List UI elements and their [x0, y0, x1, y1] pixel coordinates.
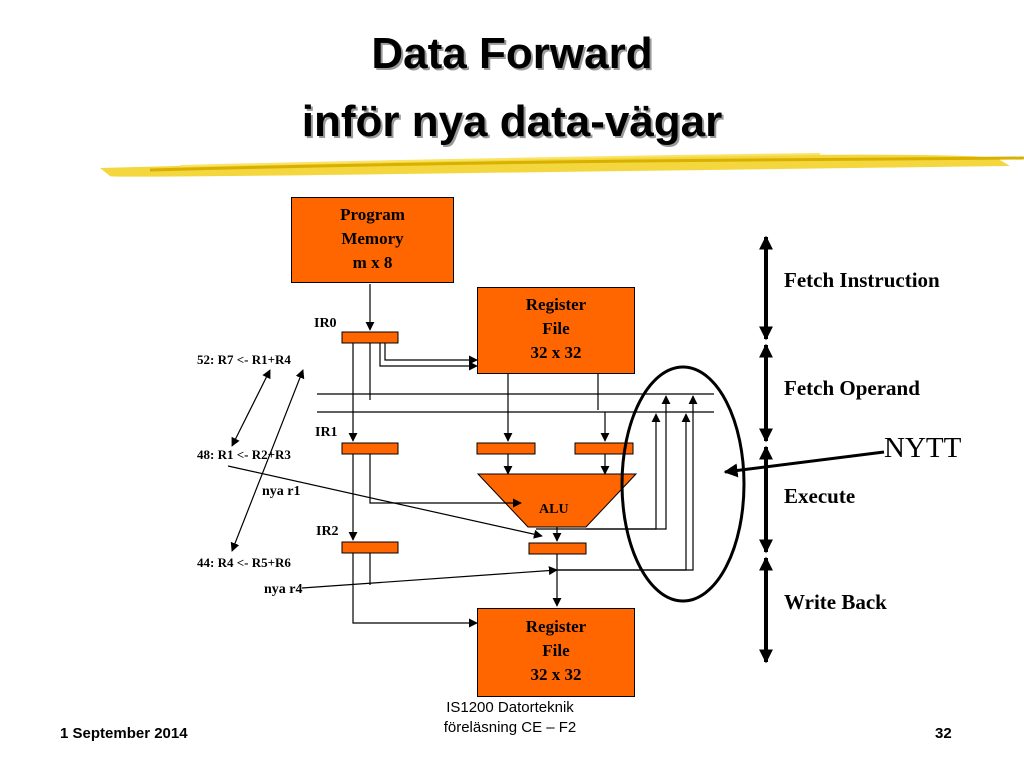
program-memory-label-2: Memory: [341, 229, 404, 248]
register-file-top-box: Register File 32 x 32: [477, 287, 635, 374]
register-file-bottom-label-1: Register: [525, 617, 587, 636]
alu-label: ALU: [539, 502, 569, 517]
slide-title-line2: inför nya data-vägar: [301, 97, 723, 146]
ir1-label: IR1: [315, 425, 338, 440]
slide-title-line1: Data Forward: [371, 29, 653, 78]
register-file-bottom-box: Register File 32 x 32: [477, 608, 635, 697]
register-file-top-label-1: Register: [525, 295, 587, 314]
ir0-register: [341, 331, 399, 344]
operand-a-register: [476, 442, 536, 455]
footer-page-number: 32: [935, 725, 952, 742]
result-register: [528, 542, 587, 555]
register-file-top-label-2: File: [542, 319, 570, 338]
title-underline-decoration: [100, 153, 1024, 177]
register-file-bottom-label-2: File: [542, 641, 570, 660]
ir2-label: IR2: [316, 524, 339, 539]
register-file-bottom-label-3: 32 x 32: [530, 665, 582, 684]
stage-write-back: Write Back: [784, 590, 887, 614]
footer-course: IS1200 Datorteknik föreläsning CE – F2: [380, 698, 640, 738]
nytt-label: NYTT: [884, 432, 962, 464]
program-memory-label-1: Program: [340, 205, 405, 224]
forwarding-highlight-ellipse: [620, 365, 746, 603]
nytt-arrow: [723, 450, 885, 478]
nya-r4-label: nya r4: [264, 582, 303, 597]
program-memory-box: Program Memory m x 8: [291, 197, 454, 283]
datapath-wires: [227, 284, 714, 628]
instruction-52: 52: R7 <- R1+R4: [197, 352, 291, 367]
program-memory-label-3: m x 8: [352, 253, 393, 272]
footer-date: 1 September 2014: [60, 725, 188, 742]
stage-fetch-operand: Fetch Operand: [784, 376, 920, 400]
ir0-label: IR0: [314, 316, 337, 331]
footer-course-line1: IS1200 Datorteknik: [446, 699, 574, 716]
register-file-top-label-3: 32 x 32: [530, 343, 582, 362]
stage-execute: Execute: [784, 484, 856, 508]
instruction-48: 48: R1 <- R2+R3: [197, 447, 291, 462]
operand-b-register: [574, 442, 634, 455]
ir1-register: [341, 442, 399, 455]
ir2-register: [341, 541, 399, 554]
stage-fetch-instruction: Fetch Instruction: [784, 268, 940, 292]
alu-shape: [476, 473, 638, 528]
footer-course-line2: föreläsning CE – F2: [443, 719, 577, 736]
nya-r1-label: nya r1: [262, 484, 301, 499]
instruction-44: 44: R4 <- R5+R6: [197, 555, 291, 570]
